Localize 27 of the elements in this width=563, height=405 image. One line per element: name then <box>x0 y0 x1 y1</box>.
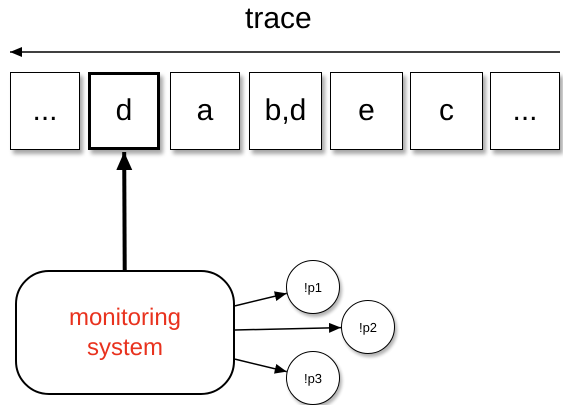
cell-label: d <box>116 94 132 128</box>
trace-cell <box>170 72 240 150</box>
arrow <box>234 358 287 374</box>
cell-label: e <box>358 94 375 128</box>
trace-cell <box>10 72 80 150</box>
trace-cell <box>410 72 483 150</box>
cell-label: ... <box>32 94 58 128</box>
arrow <box>234 291 287 307</box>
trace-cell <box>88 72 160 150</box>
property-circle <box>341 300 395 354</box>
trace-cell <box>249 72 322 150</box>
cell-label: b,d <box>264 94 306 128</box>
cell-label: a <box>196 94 214 128</box>
trace-cell <box>490 72 560 150</box>
arrow <box>116 152 132 270</box>
process-box <box>15 270 235 395</box>
axis-label: trace <box>245 2 312 36</box>
arrow <box>234 322 342 333</box>
property-circle <box>286 351 340 405</box>
cell-label: c <box>439 94 454 128</box>
node-label: monitoring system <box>68 302 182 362</box>
trace-cell <box>330 72 403 150</box>
cell-label: ... <box>512 94 538 128</box>
cell-label: !p2 <box>358 320 378 334</box>
property-circle <box>286 260 340 314</box>
cell-label: !p1 <box>304 280 322 294</box>
cell-label: !p3 <box>304 370 322 386</box>
